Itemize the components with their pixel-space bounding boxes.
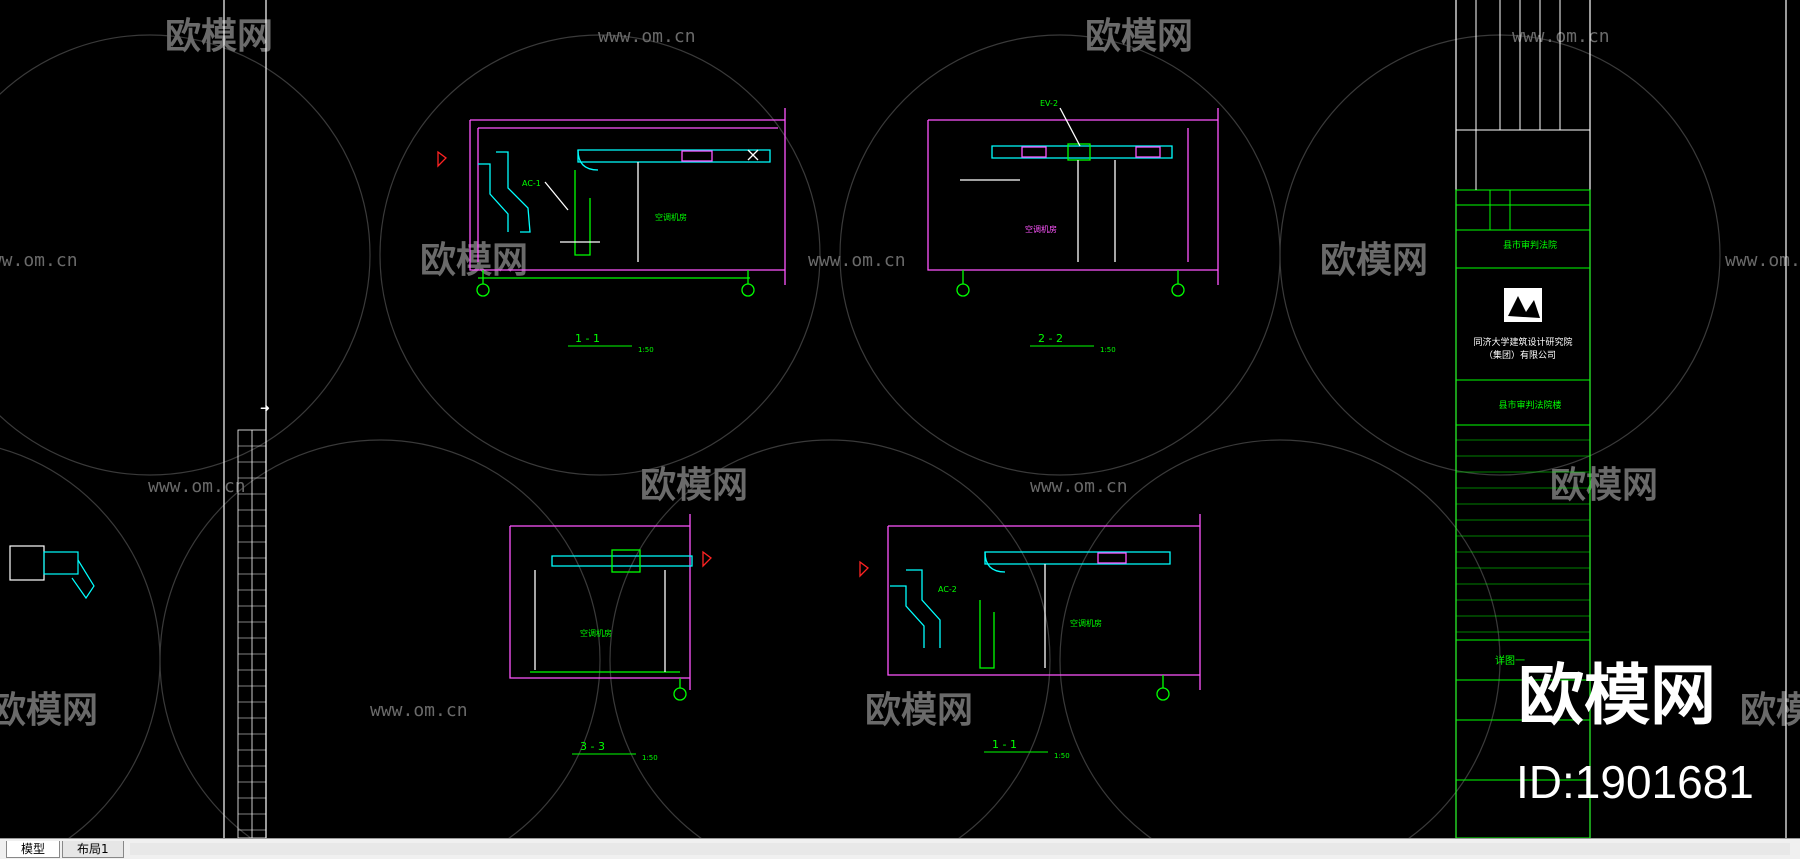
watermark-big-brand: 欧模网 xyxy=(1518,657,1716,734)
svg-text:1 - 1: 1 - 1 xyxy=(575,332,600,345)
svg-text:www.om.cn: www.om.cn xyxy=(148,476,246,497)
cad-model-space[interactable]: 欧模网 欧模网 欧模网 欧模网 欧模网 欧模网 欧模网 欧模网 欧模网 www.… xyxy=(0,0,1800,838)
svg-text:1:50: 1:50 xyxy=(642,754,658,762)
ac1-label: AC-1 xyxy=(522,179,541,188)
svg-text:欧模网: 欧模网 xyxy=(1320,240,1428,281)
layout-tab-bar: 模型 布局1 xyxy=(0,838,1800,859)
svg-text:www.om.cn: www.om.cn xyxy=(0,250,78,271)
section-3-3-drawing[interactable] xyxy=(509,514,712,701)
left-table xyxy=(237,429,267,838)
svg-text:欧模网: 欧模网 xyxy=(1085,16,1193,57)
svg-text:欧模网: 欧模网 xyxy=(0,690,98,731)
section-2-2-title: 2 - 2 1:50 xyxy=(1030,332,1116,354)
section-2-2-drawing[interactable] xyxy=(927,107,1219,297)
svg-text:www.om.cn: www.om.cn xyxy=(808,250,906,271)
institute-logo xyxy=(1504,288,1542,322)
svg-text:欧模网: 欧模网 xyxy=(640,465,748,506)
svg-text:1 - 1: 1 - 1 xyxy=(992,738,1017,751)
svg-text:欧模网: 欧模网 xyxy=(1550,465,1658,506)
institute-name: 同济大学建筑设计研究院 xyxy=(1473,336,1572,348)
room-label-d: 空调机房 xyxy=(1070,618,1102,628)
svg-text:www.om.cn: www.om.cn xyxy=(1030,476,1128,497)
horizontal-scrollbar[interactable] xyxy=(130,843,1790,855)
svg-text:3 - 3: 3 - 3 xyxy=(580,740,605,753)
ac2-label: AC-2 xyxy=(938,585,957,594)
svg-text:2 - 2: 2 - 2 xyxy=(1038,332,1063,345)
title-block xyxy=(1455,0,1591,838)
section-3-3-title: 3 - 3 1:50 xyxy=(572,740,658,762)
svg-text:欧模网: 欧模网 xyxy=(865,690,973,731)
project-name-2: 县市审判法院楼 xyxy=(1498,399,1561,411)
svg-text:欧模网: 欧模网 xyxy=(420,240,528,281)
watermark-id: ID:1901681 xyxy=(1516,756,1754,808)
tab-layout1[interactable]: 布局1 xyxy=(62,841,124,858)
institute-name-2: （集团）有限公司 xyxy=(1484,349,1556,361)
watermark-arcs xyxy=(0,34,1721,838)
room-label-c: 空调机房 xyxy=(580,628,612,638)
project-name: 县市审判法院 xyxy=(1503,239,1557,251)
svg-text:1:50: 1:50 xyxy=(1054,752,1070,760)
section-1-1-title: 1 - 1 1:50 xyxy=(568,332,654,354)
svg-text:1:50: 1:50 xyxy=(1100,346,1116,354)
room-label-a: 空调机房 xyxy=(655,212,687,222)
svg-text:www.om.cn: www.om.cn xyxy=(370,700,468,721)
svg-text:欧模网: 欧模网 xyxy=(1740,690,1800,731)
svg-text:欧模网: 欧模网 xyxy=(165,16,273,57)
section-1-1-b-drawing[interactable] xyxy=(859,514,1201,701)
section-1-1-b-title: 1 - 1 1:50 xyxy=(984,738,1070,760)
arrow-marker: ➜ xyxy=(260,401,270,415)
tab-model[interactable]: 模型 xyxy=(6,841,61,858)
svg-text:www.om.cn: www.om.cn xyxy=(598,26,696,47)
svg-text:1:50: 1:50 xyxy=(638,346,654,354)
left-duct-detail xyxy=(9,545,95,600)
svg-text:www.om.cn: www.om.cn xyxy=(1725,250,1800,271)
section-1-1-drawing[interactable] xyxy=(437,108,786,297)
ev2-label: EV-2 xyxy=(1040,99,1058,108)
watermark-brands: 欧模网 欧模网 欧模网 欧模网 欧模网 欧模网 欧模网 欧模网 欧模网 xyxy=(0,16,1800,731)
room-label-b: 空调机房 xyxy=(1025,224,1057,234)
svg-text:www.om.cn: www.om.cn xyxy=(1512,26,1610,47)
watermark-urls: www.om.cn www.om.cn www.om.cn www.om.cn … xyxy=(0,26,1800,721)
drawing-title: 详图一 xyxy=(1495,654,1525,667)
